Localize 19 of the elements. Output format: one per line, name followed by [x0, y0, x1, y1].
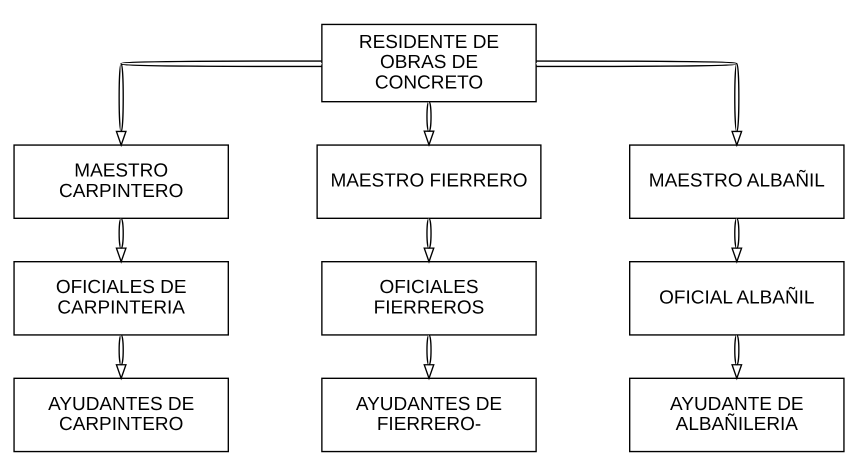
node-box: AYUDANTES DE CARPINTERO: [13, 377, 229, 452]
arrow: [115, 60, 322, 147]
node-box: RESIDENTE DE OBRAS DE CONCRETO: [321, 23, 537, 102]
arrow: [423, 101, 435, 146]
arrow: [115, 218, 127, 264]
arrow: [731, 218, 743, 264]
node-box: OFICIALES DE CARPINTERIA: [13, 260, 229, 336]
arrow: [731, 334, 743, 380]
node-box: MAESTRO CARPINTERO: [13, 144, 229, 219]
arrow: [115, 334, 127, 380]
arrow: [536, 60, 743, 147]
node-box: OFICIALES FIERREROS: [321, 260, 537, 336]
arrow: [423, 334, 435, 380]
node-box: OFICIAL ALBAÑIL: [629, 260, 845, 336]
node-box: MAESTRO FIERRERO: [316, 144, 542, 219]
node-box: MAESTRO ALBAÑIL: [629, 144, 845, 219]
node-box: AYUDANTE DE ALBAÑILERIA: [629, 377, 845, 452]
node-box: AYUDANTES DE FIERRERO-: [321, 377, 537, 452]
arrow: [423, 218, 435, 264]
